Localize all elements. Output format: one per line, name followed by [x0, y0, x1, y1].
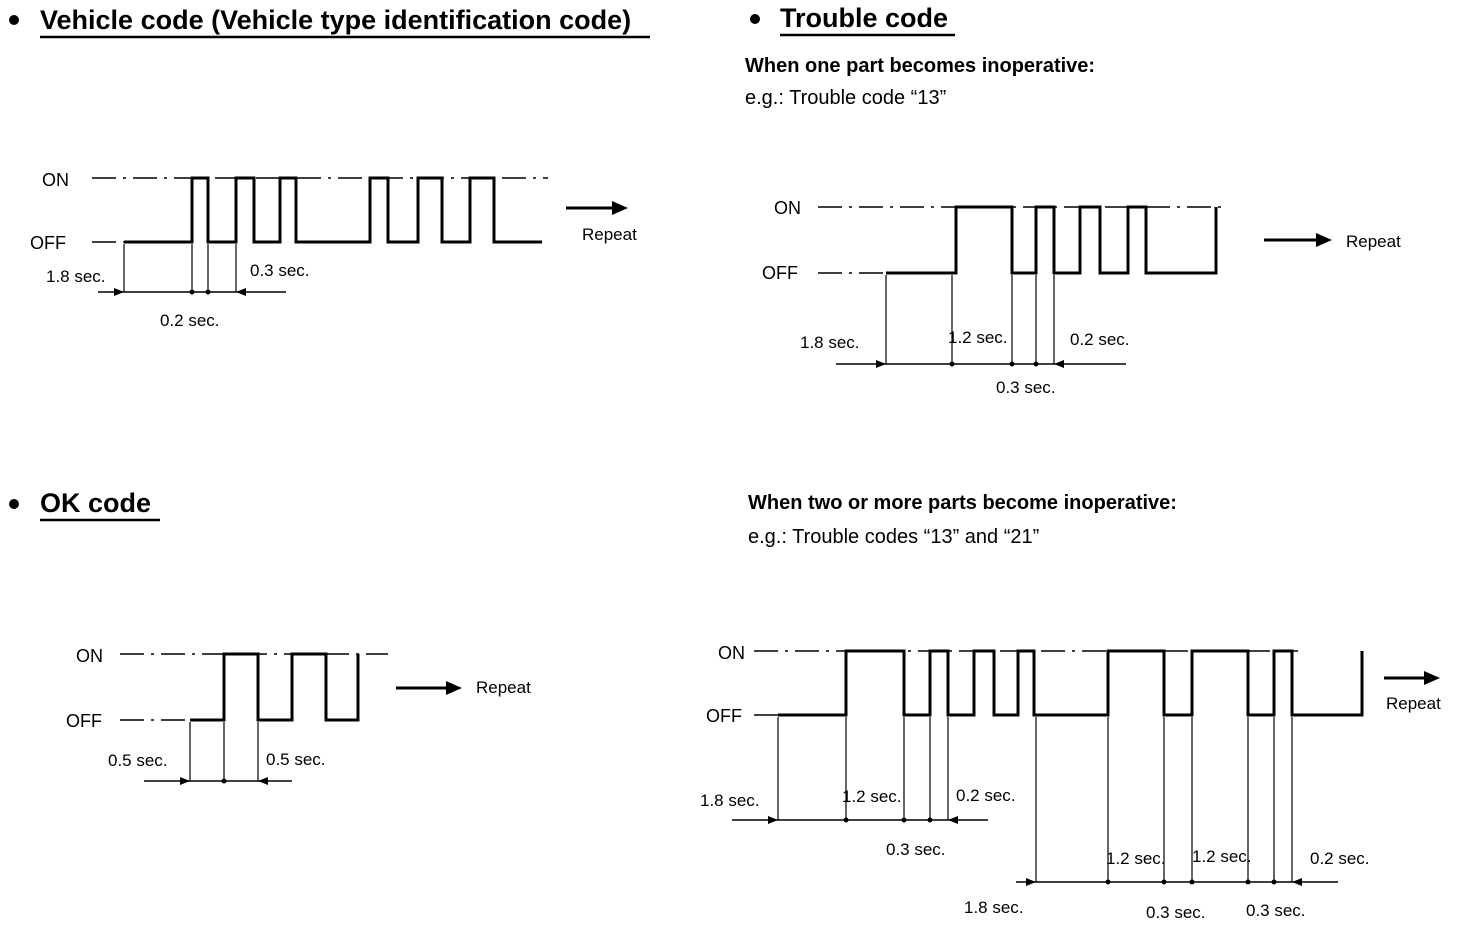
- repeat-label: Repeat: [1346, 232, 1401, 251]
- off-label: OFF: [706, 706, 742, 726]
- multi-trouble-waveform: [778, 649, 1364, 717]
- bullet: [750, 14, 760, 24]
- bullet: [9, 15, 19, 25]
- trouble-code-section: Trouble code When one part becomes inope…: [745, 3, 1401, 397]
- repeat-label: Repeat: [476, 678, 531, 697]
- on-label: ON: [42, 170, 69, 190]
- off-label: OFF: [762, 263, 798, 283]
- repeat-label: Repeat: [582, 225, 637, 244]
- vehicle-code-section: Vehicle code (Vehicle type identificatio…: [9, 5, 650, 330]
- timing-label: 1.2 sec.: [948, 328, 1008, 347]
- bullet: [9, 499, 19, 509]
- ok-code-title: OK code: [40, 488, 151, 518]
- timing-label: 1.8 sec.: [700, 791, 760, 810]
- multi-trouble-subtitle: When two or more parts become inoperativ…: [748, 492, 1177, 514]
- multi-trouble-example: e.g.: Trouble codes “13” and “21”: [748, 526, 1039, 548]
- timing-label: 0.2 sec.: [1070, 330, 1130, 349]
- vehicle-code-waveform: [124, 176, 542, 244]
- timing-label: 0.3 sec.: [1246, 901, 1306, 920]
- on-label: ON: [718, 643, 745, 663]
- off-label: OFF: [30, 233, 66, 253]
- timing-label: 1.2 sec.: [842, 787, 902, 806]
- timing-label: 1.2 sec.: [1192, 847, 1252, 866]
- timing-label: 0.3 sec.: [1146, 903, 1206, 922]
- on-label: ON: [774, 198, 801, 218]
- trouble-code-waveform: [886, 205, 1218, 275]
- repeat-label: Repeat: [1386, 694, 1441, 713]
- trouble-code-example: e.g.: Trouble code “13”: [745, 87, 946, 109]
- on-label: ON: [76, 646, 103, 666]
- timing-label: 0.5 sec.: [266, 750, 326, 769]
- trouble-code-subtitle: When one part becomes inoperative:: [745, 55, 1095, 77]
- timing-label: 1.8 sec.: [964, 898, 1024, 917]
- ok-code-section: OK code ON OFF 0.5 sec. 0.5 sec. Repeat: [9, 488, 531, 785]
- timing-label: 0.5 sec.: [108, 751, 168, 770]
- timing-label: 1.2 sec.: [1106, 849, 1166, 868]
- timing-label: 0.2 sec.: [160, 311, 220, 330]
- ok-code-waveform: [190, 652, 360, 722]
- timing-label: 0.3 sec.: [250, 261, 310, 280]
- timing-label: 0.3 sec.: [996, 378, 1056, 397]
- timing-label: 1.8 sec.: [800, 333, 860, 352]
- timing-label: 1.8 sec.: [46, 267, 106, 286]
- multi-trouble-section: When two or more parts become inoperativ…: [700, 492, 1441, 922]
- trouble-code-title: Trouble code: [780, 3, 948, 33]
- timing-label: 0.3 sec.: [886, 840, 946, 859]
- off-label: OFF: [66, 711, 102, 731]
- timing-label: 0.2 sec.: [1310, 849, 1370, 868]
- timing-label: 0.2 sec.: [956, 786, 1016, 805]
- vehicle-code-title: Vehicle code (Vehicle type identificatio…: [40, 5, 631, 35]
